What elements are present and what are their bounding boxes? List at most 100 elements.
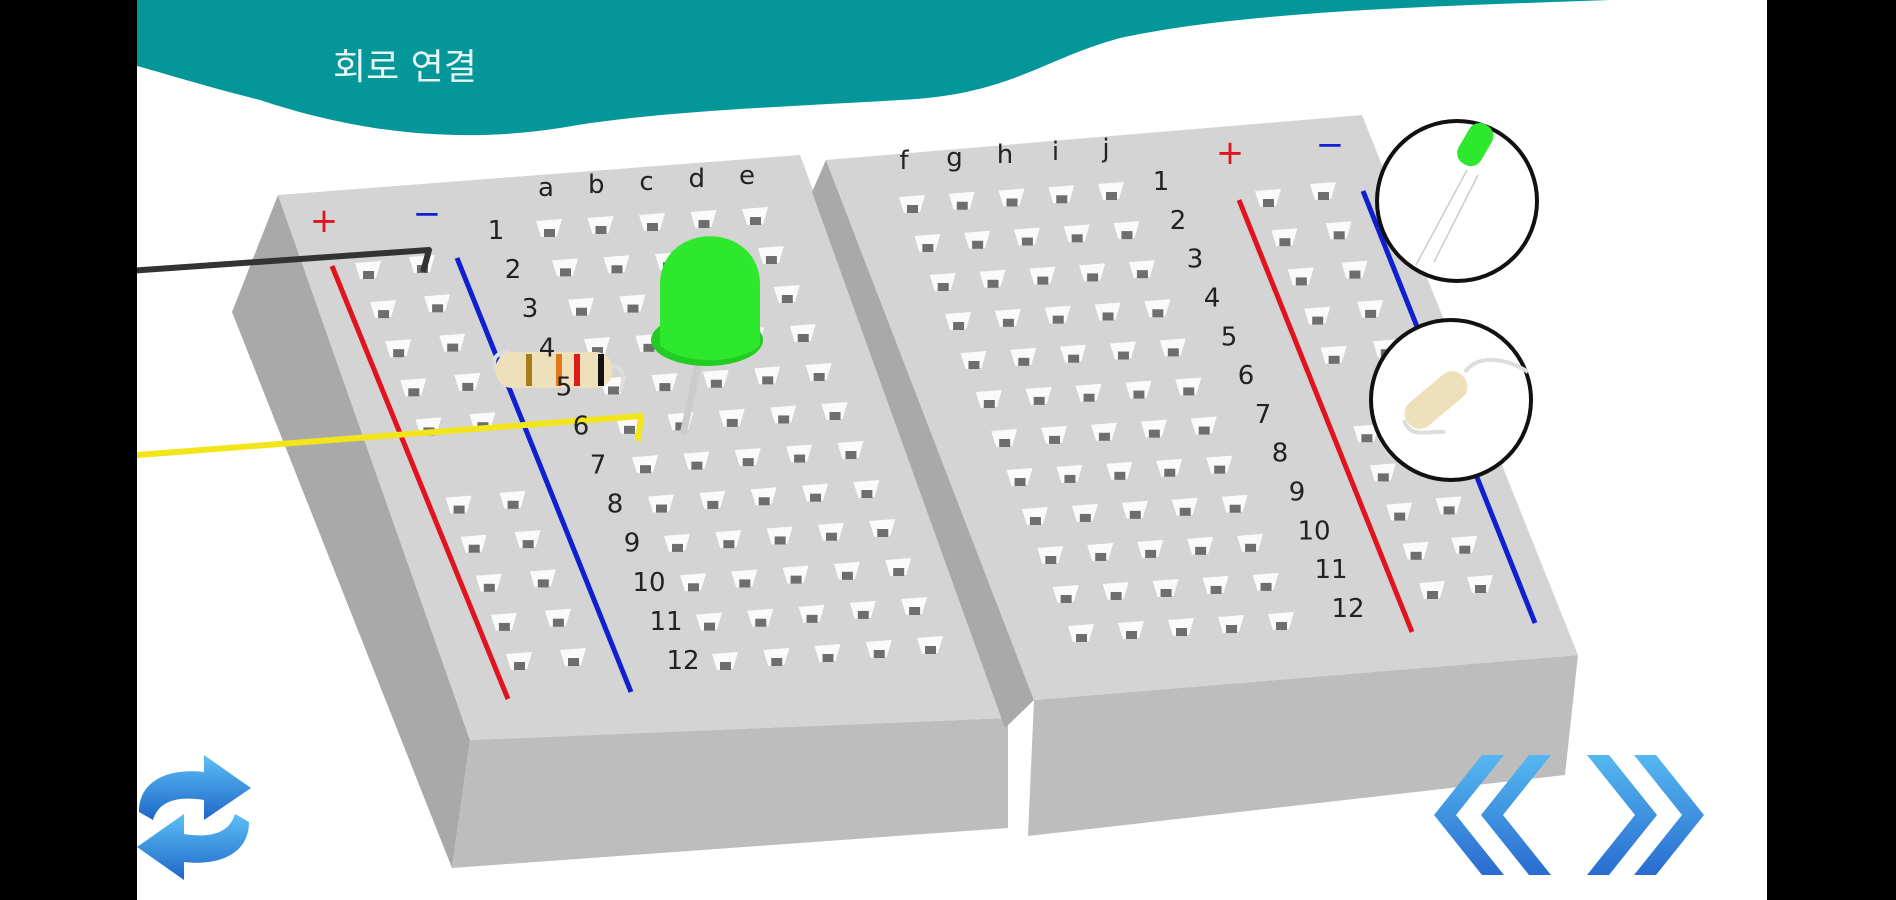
hole-rim <box>619 294 646 313</box>
hole <box>806 614 818 623</box>
palette-led[interactable] <box>1375 119 1539 283</box>
rail-hole <box>1369 463 1396 482</box>
row-label: 3 <box>1187 245 1204 275</box>
hole <box>825 532 837 541</box>
hole-rim <box>1063 224 1090 243</box>
hole-rim <box>1467 575 1493 593</box>
hole-rim <box>734 448 761 467</box>
terminal-hole <box>789 324 816 342</box>
refresh-button[interactable] <box>137 750 259 885</box>
yellow-wire[interactable] <box>137 413 644 459</box>
resistor[interactable] <box>492 350 626 393</box>
rail-hole <box>1325 221 1352 240</box>
terminal-hole <box>1202 575 1229 594</box>
hole <box>592 347 603 356</box>
terminal-hole <box>821 402 848 420</box>
hole-rim <box>1369 463 1396 482</box>
rail-hole <box>400 378 427 397</box>
led[interactable] <box>651 236 763 436</box>
hole <box>675 422 687 431</box>
hole-rim <box>817 522 844 541</box>
hole-rim <box>1175 377 1202 396</box>
rail-hole <box>1435 496 1462 515</box>
terminal-hole <box>1113 221 1140 240</box>
rail-hole <box>475 573 502 592</box>
hole-rim <box>979 269 1006 288</box>
terminal-hole <box>619 294 646 313</box>
rail-hole <box>1402 541 1429 560</box>
terminal-hole <box>1109 341 1136 360</box>
hole <box>739 579 751 588</box>
hole-rim <box>683 451 710 470</box>
terminal-hole <box>1175 377 1202 396</box>
hole-rim <box>696 612 722 631</box>
terminal-hole <box>750 487 777 506</box>
hole-rim <box>917 636 943 654</box>
hole <box>643 343 655 352</box>
hole <box>873 650 885 658</box>
hole <box>1148 429 1160 438</box>
parts-layer <box>137 119 1539 482</box>
hole <box>1018 357 1030 366</box>
hole <box>1361 434 1373 443</box>
terminal-hole <box>773 285 800 303</box>
hole <box>1295 277 1307 286</box>
resistor-band <box>598 354 604 386</box>
hole-rim <box>1202 575 1229 594</box>
left-board-top <box>278 155 1008 740</box>
palette-resistor[interactable] <box>1369 318 1533 482</box>
terminal-hole <box>1125 380 1152 399</box>
hole-rim <box>1109 341 1136 360</box>
hole <box>1260 582 1272 591</box>
hole-rim <box>400 378 427 397</box>
column-label: h <box>997 140 1013 170</box>
hole-rim <box>454 372 481 391</box>
hole-rim <box>1353 424 1380 443</box>
terminal-hole <box>536 219 562 237</box>
hole-rim <box>1037 546 1064 564</box>
led-leg <box>1433 174 1479 263</box>
hole-rim <box>1341 260 1368 279</box>
hole-rim <box>544 608 571 627</box>
black-wire[interactable] <box>137 247 432 280</box>
hole <box>378 310 390 319</box>
hole-rim <box>568 297 594 316</box>
rail-hole <box>1287 267 1314 286</box>
hole <box>447 343 459 352</box>
hole-rim <box>651 373 678 392</box>
hole <box>688 583 699 592</box>
terminal-hole <box>699 490 726 509</box>
hole-rim <box>865 640 892 658</box>
hole <box>1183 387 1195 396</box>
hole-rim <box>1221 494 1248 513</box>
previous-button[interactable] <box>1434 755 1554 877</box>
hole-rim <box>1079 263 1106 282</box>
terminal-hole <box>1206 455 1233 474</box>
led-icon <box>1457 122 1494 167</box>
next-button[interactable] <box>1587 755 1707 877</box>
terminal-hole <box>1052 585 1079 603</box>
terminal-hole <box>734 448 761 467</box>
resistor-band <box>574 354 580 386</box>
hole <box>781 295 793 303</box>
boards-layer <box>232 115 1578 868</box>
hole <box>544 229 555 237</box>
hole-rim <box>1044 305 1071 324</box>
hole-rim <box>1060 344 1087 363</box>
rail-hole <box>1451 535 1478 554</box>
hole <box>498 622 510 631</box>
terminal-hole <box>1171 497 1198 516</box>
rail-hole <box>490 612 517 631</box>
hole <box>1129 510 1141 519</box>
hole-rim <box>994 308 1021 327</box>
terminal-hole <box>1025 386 1052 405</box>
hole-rim <box>1171 497 1198 516</box>
hole <box>1263 199 1274 207</box>
hole-rim <box>929 273 956 291</box>
row-label: 2 <box>505 255 522 285</box>
hole-rim <box>1252 572 1279 591</box>
hole <box>877 529 889 537</box>
terminal-hole <box>1048 185 1075 204</box>
hole-rim <box>1056 464 1083 483</box>
terminal-hole <box>1252 572 1279 591</box>
